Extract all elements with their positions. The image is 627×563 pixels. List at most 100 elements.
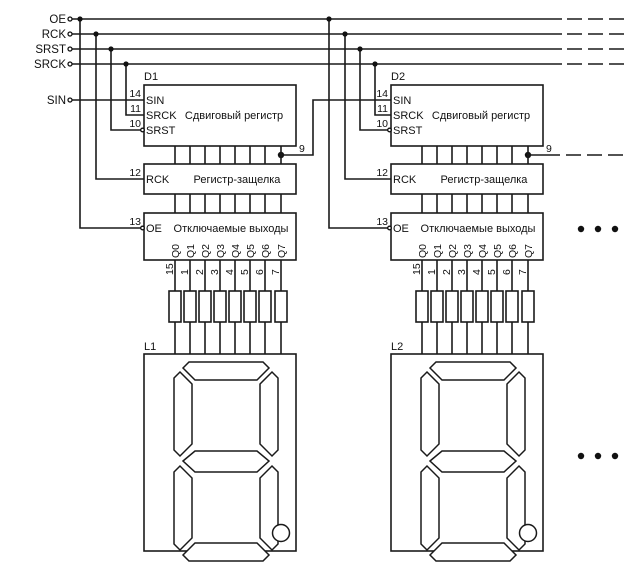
segment-f: [173, 370, 193, 458]
pin-number: 3: [456, 269, 468, 275]
output-label: Q7: [276, 244, 288, 258]
terminal-oe: [67, 16, 73, 22]
resistor: [258, 290, 272, 323]
bus-label-srst: SRST: [35, 44, 66, 56]
bus-label-oe: OE: [49, 14, 66, 26]
ellipsis-dot: [594, 225, 602, 233]
wire-rck: [95, 34, 144, 180]
shift-register-title: Сдвиговый регистр: [185, 110, 283, 122]
pin-number: 6: [254, 269, 266, 275]
input-label: SRST: [393, 125, 423, 137]
sin-label: SIN: [47, 95, 66, 107]
latch-box: [143, 163, 297, 195]
resistor: [168, 290, 182, 323]
inversion-bubble: [387, 225, 392, 231]
pin-number: 13: [129, 216, 141, 228]
resistor: [490, 290, 504, 323]
input-label: OE: [393, 223, 409, 235]
segment-g: [181, 450, 271, 473]
segment-d: [428, 542, 518, 562]
output-stage-title: Отключаемые выходы: [174, 223, 289, 235]
pin-number: 7: [517, 269, 529, 275]
pin-number: 10: [129, 118, 141, 130]
junction-dot: [372, 61, 378, 67]
pin-number: 15: [164, 263, 176, 275]
ellipsis-dot: [577, 452, 585, 460]
output-stage-box: [390, 212, 544, 261]
resistor: [445, 290, 459, 323]
ellipsis-dot: [594, 452, 602, 460]
output-label: Q7: [523, 244, 535, 258]
junction-dot: [357, 46, 363, 52]
pin-number: 14: [129, 88, 141, 100]
latch-title: Регистр-защелка: [194, 174, 282, 186]
chip-designator: D2: [391, 71, 405, 83]
bus-label-srck: SRCK: [34, 59, 66, 71]
pin-number: 5: [486, 269, 498, 275]
pin-number: 10: [376, 118, 388, 130]
segment-f: [420, 370, 440, 458]
seven-segment-display: [390, 353, 544, 562]
pin-number: 7: [270, 269, 282, 275]
pin-number: 6: [501, 269, 513, 275]
segment-g: [428, 450, 518, 473]
ellipsis-dot: [611, 452, 619, 460]
wire-srst: [359, 49, 388, 131]
pin-number: 11: [377, 103, 388, 115]
pin-number: 4: [471, 269, 483, 275]
display-designator: L1: [144, 341, 156, 353]
resistor: [475, 290, 489, 323]
output-label: Q0: [170, 244, 182, 258]
output-label: Q3: [462, 244, 474, 258]
chip-designator: D1: [144, 71, 158, 83]
input-label: RCK: [393, 174, 417, 186]
pin-number: 15: [411, 263, 423, 275]
shift-register-title: Сдвиговый регистр: [432, 110, 530, 122]
wire-oe: [328, 19, 388, 229]
input-label: OE: [146, 223, 162, 235]
input-label: SRCK: [146, 110, 177, 122]
output-label: Q5: [492, 244, 504, 258]
resistor: [460, 290, 474, 323]
output-label: Q0: [417, 244, 429, 258]
resistor: [243, 290, 257, 323]
input-label: SIN: [146, 95, 164, 107]
input-label: RCK: [146, 174, 170, 186]
pin-number: 4: [224, 269, 236, 275]
segment-e: [420, 464, 440, 552]
input-label: SRST: [146, 125, 176, 137]
terminal-srst: [67, 46, 73, 52]
resistor: [198, 290, 212, 323]
segment-a: [428, 361, 518, 381]
ellipsis-registers: [577, 225, 619, 233]
output-label: Q3: [215, 244, 227, 258]
segment-e: [173, 464, 193, 552]
wire-oe: [79, 19, 141, 229]
output-label: Q1: [185, 244, 197, 258]
ellipsis-displays: [577, 452, 619, 460]
junction-dot: [326, 16, 332, 22]
shift-register-box: [390, 84, 544, 147]
seven-segment-display: [143, 353, 297, 562]
output-stage-title: Отключаемые выходы: [421, 223, 536, 235]
bus-label-rck: RCK: [42, 29, 67, 41]
resistor: [183, 290, 197, 323]
junction-dot: [93, 31, 99, 37]
latch-title: Регистр-защелка: [441, 174, 529, 186]
wire-srck: [125, 64, 144, 116]
pin-number: 1: [179, 269, 191, 275]
junction-dot: [342, 31, 348, 37]
pin-number: 5: [239, 269, 251, 275]
segment-d: [181, 542, 271, 562]
cascade-wire-d1-d2: [281, 99, 391, 156]
resistor: [274, 290, 288, 323]
junction-dot: [77, 16, 83, 22]
ellipsis-dot: [577, 225, 585, 233]
pin-number: 9: [546, 143, 552, 155]
resistor: [505, 290, 519, 323]
output-label: Q6: [507, 244, 519, 258]
bus-lines: [72, 18, 627, 101]
segment-b: [506, 370, 526, 458]
